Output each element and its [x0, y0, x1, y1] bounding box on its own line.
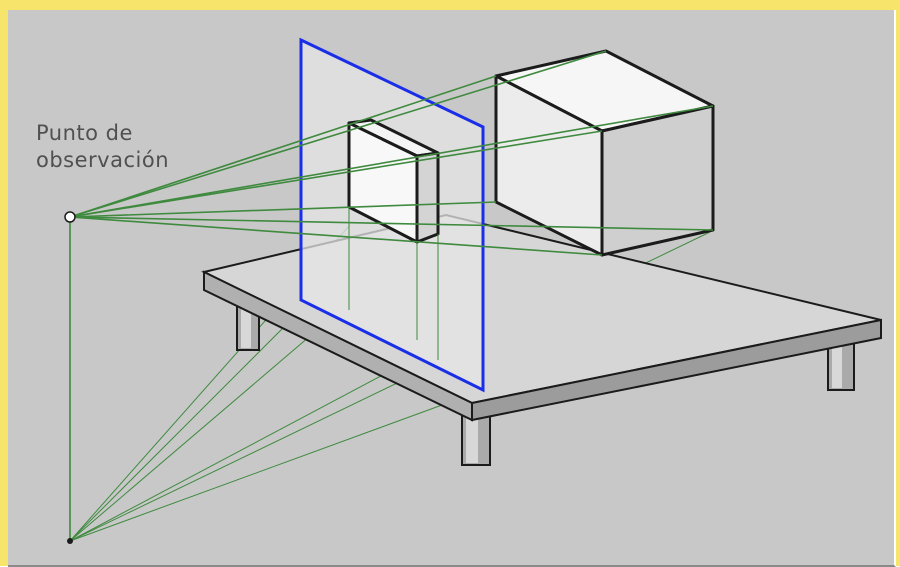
label-line-1: Punto de [36, 121, 133, 145]
drawing-canvas: Punto de observación [8, 10, 896, 567]
sight-lines [69, 50, 714, 256]
projected-cube-side [415, 151, 440, 244]
label-line-2: observación [36, 148, 170, 172]
ground-point [67, 538, 73, 544]
plane-drop-lines [348, 207, 439, 360]
large-cube-right [600, 104, 715, 257]
observation-point-label: Punto de observación [36, 120, 169, 174]
large-cube [494, 49, 715, 257]
perspective-diagram [64, 37, 882, 544]
observation-point [64, 211, 76, 223]
table-edge-right [471, 318, 882, 422]
